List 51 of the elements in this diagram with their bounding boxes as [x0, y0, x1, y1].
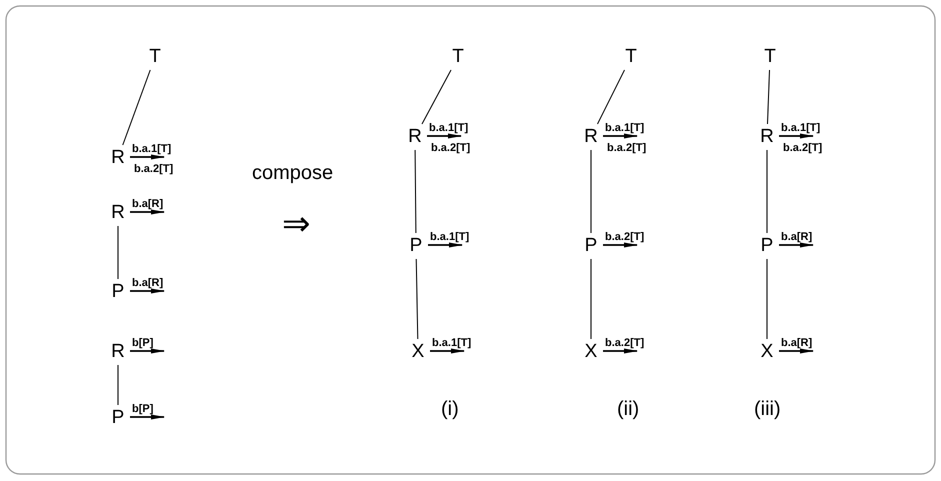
node-letter: P	[758, 235, 776, 257]
implies-symbol: ⇒	[282, 206, 310, 244]
node-letter: T	[449, 46, 467, 68]
node-letter: R	[109, 147, 127, 169]
connector-line	[122, 70, 151, 146]
arrow-label: b.a.1[T]	[132, 143, 172, 156]
node-letter: T	[146, 46, 164, 68]
connector-line	[590, 150, 592, 234]
operator-label: compose	[252, 162, 334, 184]
caption-label: (iii)	[754, 398, 781, 420]
connector-line	[414, 150, 416, 234]
arrow-label: b.a[R]	[781, 231, 812, 244]
node-letter: R	[109, 202, 127, 224]
arrow-label: b.a[R]	[132, 198, 164, 210]
node-letter: T	[761, 46, 779, 68]
caption-label: (i)	[441, 398, 459, 420]
caption-label: (ii)	[617, 398, 640, 420]
connector-line	[422, 70, 452, 124]
connector-line	[590, 258, 592, 340]
connector-line	[766, 150, 768, 234]
node-letter: P	[407, 235, 425, 257]
arrow-label: b[P]	[132, 403, 154, 416]
arrow-label: b[P]	[132, 337, 154, 350]
arrow-label: b.a.2[T]	[607, 142, 646, 154]
arrow-label: b.a.1[T]	[429, 122, 468, 134]
arrow-label: b.a.2[T]	[431, 142, 470, 154]
node-letter: R	[758, 126, 776, 148]
arrow-label: b.a.2[T]	[605, 231, 644, 244]
connector-line	[766, 258, 768, 340]
node-letter: X	[409, 341, 427, 363]
node-letter: P	[109, 281, 127, 303]
arrow-label: b.a.2[T]	[783, 142, 822, 154]
arrow-label: b.a.1[T]	[430, 231, 470, 244]
node-letter: R	[406, 126, 424, 148]
node-letter: X	[758, 341, 776, 363]
arrow-label: b.a.1[T]	[605, 122, 644, 134]
node-letter: R	[582, 126, 600, 148]
arrow-label: b.a[R]	[132, 277, 164, 290]
node-letter: P	[582, 235, 600, 257]
node-letter: R	[109, 341, 127, 363]
connector-line	[767, 70, 770, 124]
node-letter: T	[622, 46, 640, 68]
node-letter: X	[582, 341, 600, 363]
arrow-label: b.a[R]	[781, 337, 812, 350]
arrow-label: b.a.1[T]	[432, 337, 472, 350]
node-letter: P	[109, 407, 127, 429]
arrow-label: b.a.2[T]	[605, 337, 644, 350]
arrow-label: b.a.2[T]	[134, 163, 174, 176]
arrow-label: b.a.1[T]	[781, 122, 820, 134]
connector-line	[416, 258, 418, 340]
connector-line	[597, 70, 625, 124]
